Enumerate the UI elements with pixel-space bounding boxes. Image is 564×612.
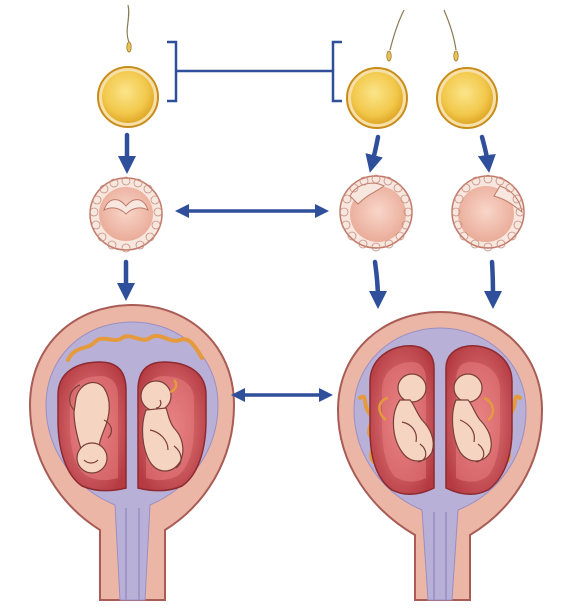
blastocyst-icon xyxy=(339,174,413,252)
egg-icon xyxy=(346,67,408,129)
blastocyst-icon xyxy=(89,176,163,253)
bracket-icon xyxy=(167,40,342,103)
uterus-icon xyxy=(28,303,236,601)
egg-icon xyxy=(97,66,159,128)
sperm-icon xyxy=(443,9,459,62)
fetus-icon xyxy=(69,381,113,474)
uterus-icon xyxy=(336,310,544,601)
arrow-icon xyxy=(118,132,496,174)
sperm-icon xyxy=(386,9,405,62)
arrow-icon xyxy=(117,259,502,309)
egg-icon xyxy=(436,67,498,129)
sperm-icon xyxy=(126,4,132,53)
fetus-icon xyxy=(451,373,495,463)
blastocyst-icon xyxy=(451,174,525,252)
fetus-icon xyxy=(378,373,434,463)
fetus-icon xyxy=(140,379,184,472)
